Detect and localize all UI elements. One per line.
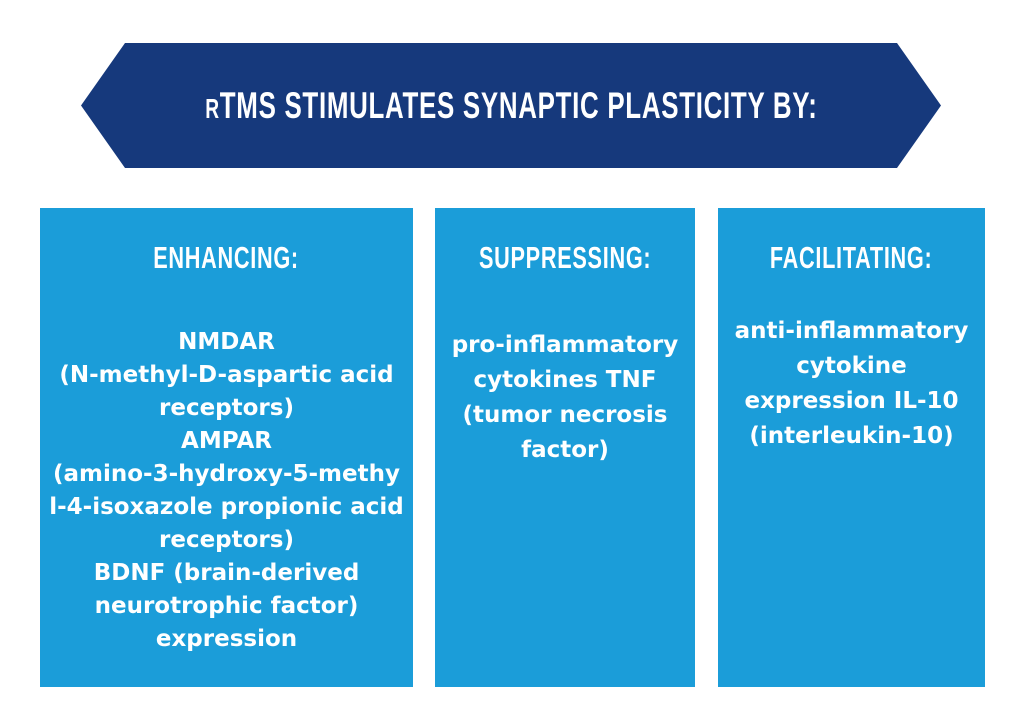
- title-banner: rTMS STIMULATES SYNAPTIC PLASTICITY BY:: [81, 43, 941, 168]
- column-suppressing-header: SUPPRESSING:: [478, 240, 652, 275]
- column-facilitating-header: FACILITATING:: [770, 240, 933, 275]
- column-enhancing: ENHANCING: NMDAR (N-methyl-D-aspartic ac…: [40, 208, 413, 687]
- column-enhancing-body: NMDAR (N-methyl-D-aspartic acid receptor…: [49, 329, 404, 652]
- column-enhancing-header: ENHANCING:: [153, 240, 300, 275]
- column-suppressing: SUPPRESSING: pro-inflammatory cytokines …: [435, 208, 695, 687]
- column-facilitating-body: anti-inflammatory cytokine expression IL…: [734, 318, 969, 449]
- banner-title: rTMS STIMULATES SYNAPTIC PLASTICITY BY:: [204, 84, 818, 126]
- column-facilitating: FACILITATING: anti-inflammatory cytokine…: [718, 208, 985, 687]
- column-suppressing-body: pro-inflammatory cytokines TNF (tumor ne…: [451, 332, 679, 463]
